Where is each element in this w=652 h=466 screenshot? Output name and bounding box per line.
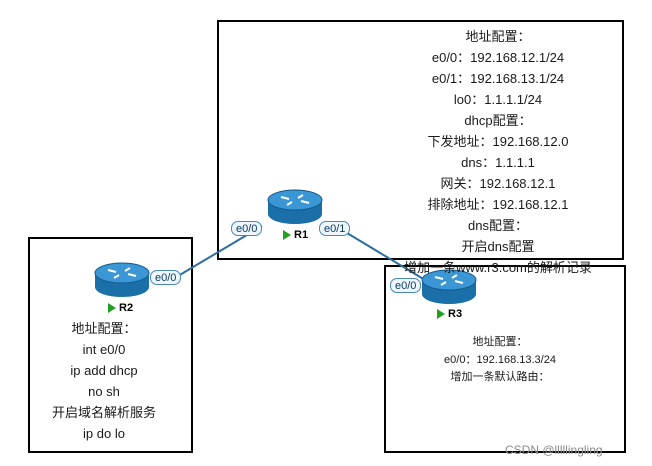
play-icon [437, 309, 445, 319]
r2-port-e0-0[interactable]: e0/0 [150, 270, 182, 285]
r1-config-line: e0/1：192.168.13.1/24 [431, 71, 565, 86]
r3-config-line: 地址配置： [472, 336, 528, 348]
router-r1-label: R1 [283, 229, 308, 241]
r1-port-e0-0[interactable]: e0/0 [231, 221, 263, 236]
router-r2-name: R2 [119, 302, 134, 314]
r2-config-text: 地址配置： int e0/0 ip add dhcp no sh 开启域名解析服… [34, 318, 174, 444]
r2-config-line: 地址配置： [71, 321, 137, 336]
r1-config-line: lo0：1.1.1.1/24 [453, 92, 543, 107]
r1-config-text: 地址配置： e0/0：192.168.12.1/24 e0/1：192.168.… [388, 26, 608, 278]
link-r1-r3 [331, 223, 431, 284]
r1-config-line: e0/0：192.168.12.1/24 [431, 50, 565, 65]
r1-config-line: dns：1.1.1.1 [461, 155, 535, 170]
play-icon [283, 230, 291, 240]
r2-config-line: no sh [88, 384, 120, 399]
r1-config-line: dns配置： [468, 218, 528, 233]
router-r2-icon[interactable] [94, 262, 150, 300]
r2-config-line: 开启域名解析服务 [51, 405, 156, 420]
r1-port-e0-1[interactable]: e0/1 [319, 221, 351, 236]
router-r2-label: R2 [108, 302, 133, 314]
router-r3-name: R3 [448, 308, 463, 320]
r1-config-line: 排除地址：192.168.12.1 [427, 197, 569, 212]
r1-config-line: 开启dns配置 [461, 239, 535, 254]
watermark: CSDN @lllllingling [505, 443, 603, 457]
r3-port-e0-0[interactable]: e0/0 [390, 278, 422, 293]
router-r3-icon[interactable] [421, 269, 477, 307]
r1-config-line: 增加一条www.r3.com的解析记录 [404, 260, 592, 275]
r1-config-line: 网关：192.168.12.1 [440, 176, 556, 191]
r3-config-text: 地址配置： e0/0：192.168.13.3/24 增加一条默认路由： [430, 334, 570, 387]
r1-config-line: 下发地址：192.168.12.0 [427, 134, 569, 149]
r1-config-line: dhcp配置： [464, 113, 532, 128]
r2-config-line: ip do lo [83, 426, 125, 441]
play-icon [108, 303, 116, 313]
r1-config-line: 地址配置： [465, 29, 531, 44]
r2-config-line: int e0/0 [82, 342, 126, 357]
r2-config-line: ip add dhcp [70, 363, 138, 378]
router-r3-label: R3 [437, 308, 462, 320]
router-r1-icon[interactable] [267, 189, 323, 227]
r3-config-line: 增加一条默认路由： [450, 371, 550, 383]
r3-config-line: e0/0：192.168.13.3/24 [444, 353, 556, 366]
router-r1-name: R1 [294, 229, 309, 241]
